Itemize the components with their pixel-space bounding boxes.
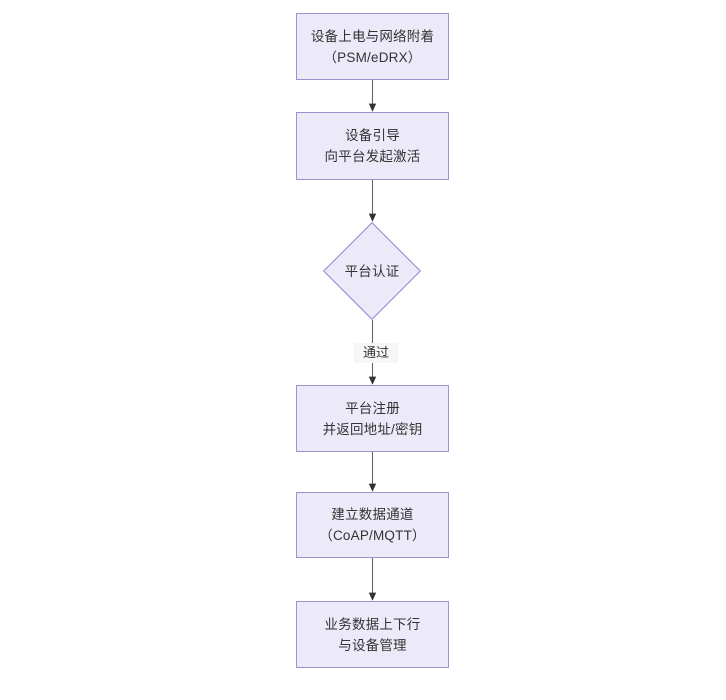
node-platform-registration[interactable]: 平台注册 并返回地址/密钥 — [296, 385, 449, 452]
node-line: 与设备管理 — [338, 637, 407, 653]
node-line: 设备引导 — [345, 128, 400, 143]
node-device-bootstrap[interactable]: 设备引导 向平台发起激活 — [296, 112, 449, 180]
node-line: 设备上电与网络附着 — [310, 28, 435, 44]
node-line: 并返回地址/密钥 — [322, 421, 423, 437]
node-device-power-on[interactable]: 设备上电与网络附着 （PSM/eDRX） — [296, 13, 449, 80]
node-line: （PSM/eDRX） — [323, 49, 422, 65]
node-business-data-and-device-management[interactable]: 业务数据上下行 与设备管理 — [296, 601, 449, 668]
node-line: 平台认证 — [344, 263, 400, 279]
node-line: 建立数据通道 — [331, 507, 414, 522]
diamond-shape — [323, 222, 421, 320]
node-data-channel[interactable]: 建立数据通道 （CoAP/MQTT） — [296, 492, 449, 558]
node-line: 业务数据上下行 — [324, 616, 421, 632]
node-line: 向平台发起激活 — [324, 149, 421, 164]
node-line: 平台注册 — [345, 400, 400, 416]
edge-label-pass: 通过 — [354, 343, 398, 363]
node-line: （CoAP/MQTT） — [319, 528, 426, 543]
node-platform-auth-decision[interactable]: 平台认证 — [323, 222, 421, 320]
